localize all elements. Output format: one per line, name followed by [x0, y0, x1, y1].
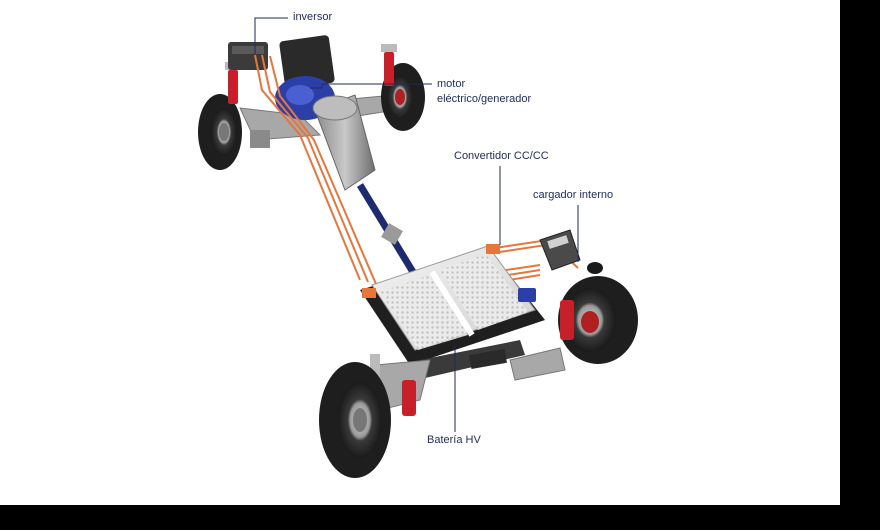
- hv-battery-pack: [360, 244, 545, 365]
- front-steering-rack: [370, 340, 566, 411]
- front-right-wheel: [558, 276, 638, 364]
- onboard-charger: [539, 229, 603, 274]
- inverter-unit: [228, 42, 268, 70]
- ev-chassis-illustration: [198, 17, 638, 478]
- motor-label-line1: motor: [437, 78, 466, 90]
- onboard-charger-label: cargador interno: [533, 189, 614, 201]
- gearbox: [312, 94, 376, 191]
- rear-left-wheel: [198, 94, 242, 170]
- inverter-label: inversor: [293, 11, 333, 23]
- leader-lines: [254, 17, 579, 432]
- dcdc-converter-label: Convertidor CC/CC: [454, 150, 549, 162]
- hv-battery-label: Batería HV: [427, 434, 481, 446]
- diagram-canvas: inversor motor eléctrico/generador Conve…: [0, 0, 840, 505]
- motor-label-line2: eléctrico/generador: [437, 93, 532, 105]
- front-left-wheel: [319, 362, 416, 478]
